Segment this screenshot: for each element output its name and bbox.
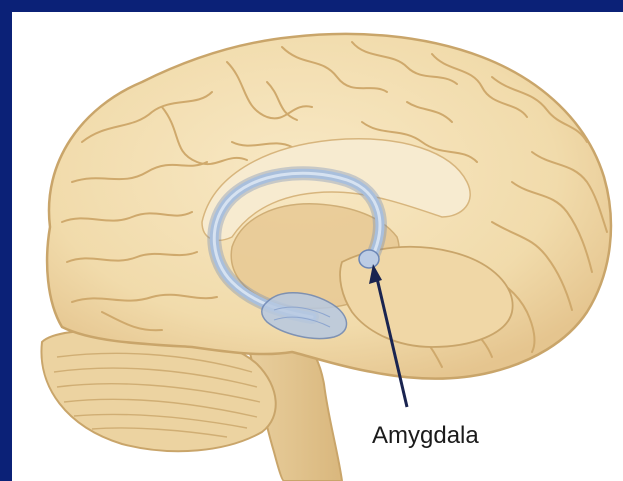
brain-illustration xyxy=(12,12,623,481)
amygdala-label: Amygdala xyxy=(372,422,479,450)
diagram-panel: Amygdala xyxy=(12,12,623,481)
amygdala-structure xyxy=(359,250,379,268)
